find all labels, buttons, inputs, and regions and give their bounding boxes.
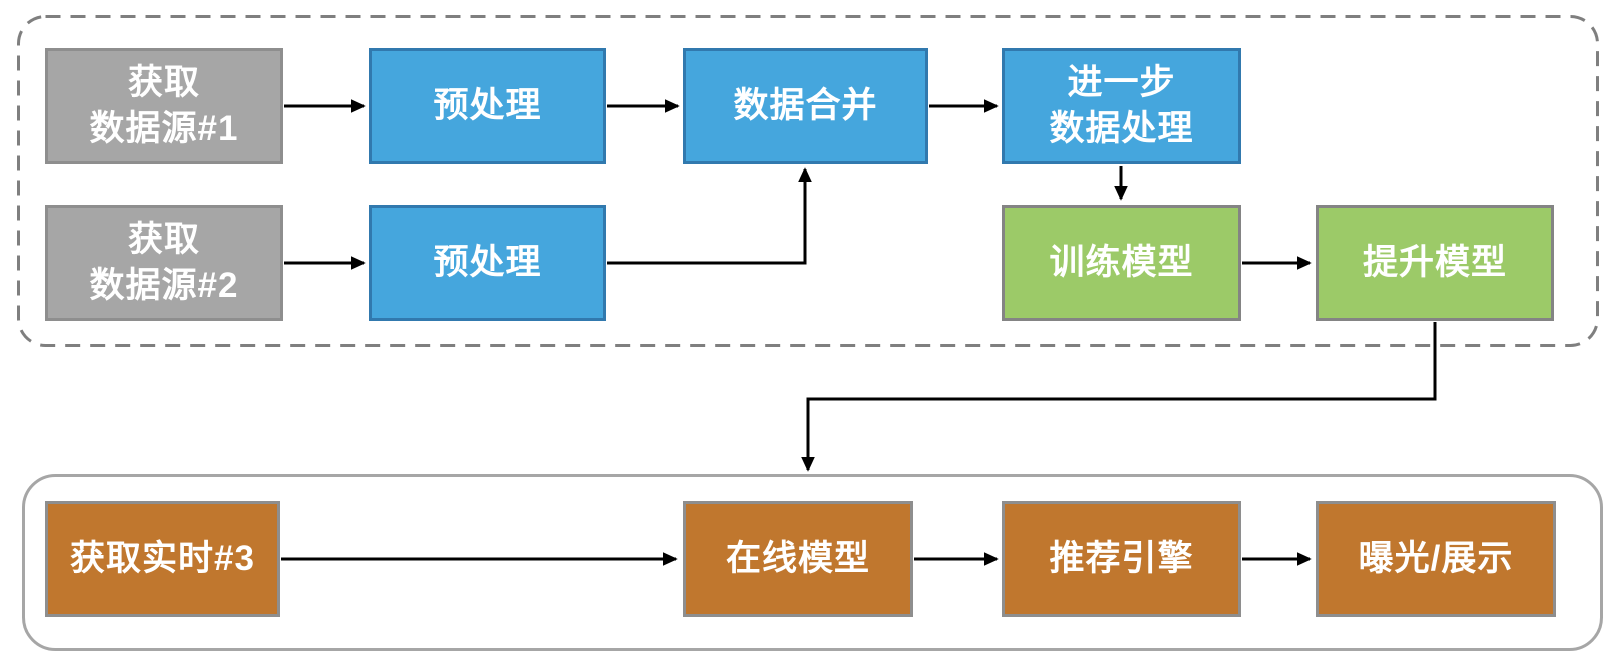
node-label: 数据处理 — [1049, 109, 1194, 148]
bottom-rounded-group-border — [22, 474, 1603, 651]
node-label: 获取 — [127, 62, 200, 102]
node-exposure-display: 曝光/展示 — [1316, 501, 1556, 617]
node-get-data-source-2: 获取 数据源#2 — [45, 205, 283, 321]
arrow-preprocess2-to-merge — [607, 167, 812, 265]
node-label: 数据合并 — [733, 85, 878, 125]
node-label: 数据源#1 — [89, 109, 239, 148]
node-label: 进一步 — [1067, 62, 1176, 102]
node-further-processing: 进一步 数据处理 — [1002, 48, 1241, 164]
arrow-improve-to-online-group — [801, 322, 1437, 472]
node-label: 推荐引擎 — [1049, 538, 1194, 578]
node-recommendation-engine: 推荐引擎 — [1002, 501, 1241, 617]
node-label: 预处理 — [433, 242, 542, 282]
node-train-model: 训练模型 — [1002, 205, 1241, 321]
node-label: 曝光/展示 — [1358, 538, 1514, 578]
node-label: 获取实时#3 — [70, 538, 255, 578]
node-data-merge: 数据合并 — [683, 48, 928, 164]
node-label: 在线模型 — [725, 538, 870, 578]
node-online-model: 在线模型 — [683, 501, 913, 617]
node-label: 提升模型 — [1362, 242, 1507, 282]
node-preprocess-1: 预处理 — [369, 48, 606, 164]
node-label: 预处理 — [433, 85, 542, 125]
node-label: 获取 — [127, 219, 200, 259]
node-get-realtime-3: 获取实时#3 — [45, 501, 280, 617]
node-improve-model: 提升模型 — [1316, 205, 1554, 321]
node-get-data-source-1: 获取 数据源#1 — [45, 48, 283, 164]
top-dashed-group-border — [17, 15, 1599, 347]
node-label: 数据源#2 — [89, 266, 239, 305]
node-label: 训练模型 — [1049, 242, 1194, 282]
node-preprocess-2: 预处理 — [369, 205, 606, 321]
